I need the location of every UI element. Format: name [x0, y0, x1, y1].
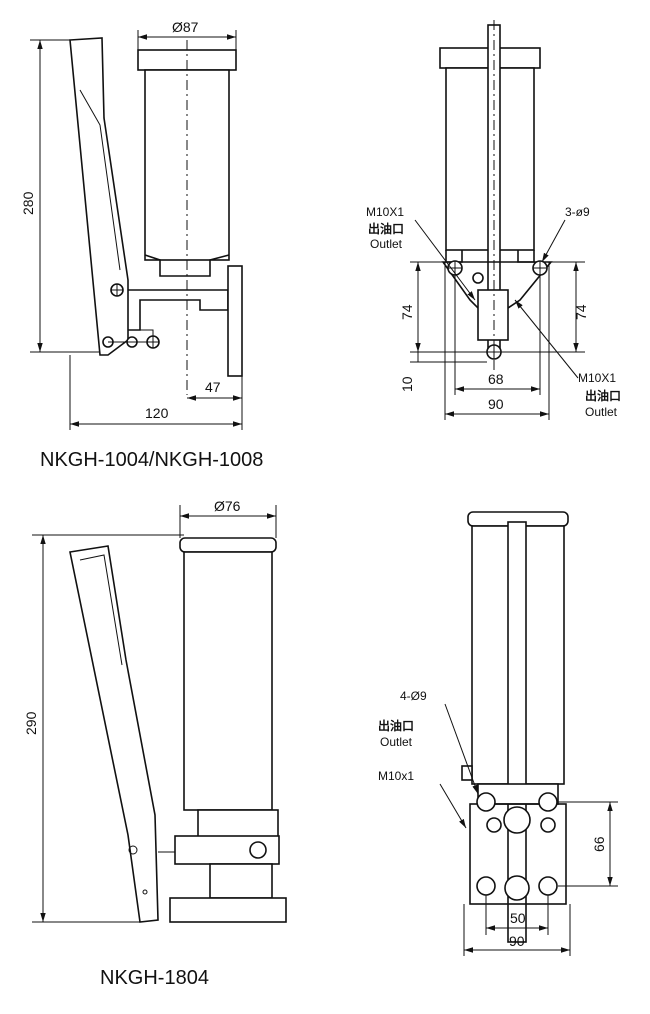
dim-47: 47 [205, 379, 221, 395]
outlet-en-right: Outlet [585, 405, 618, 419]
thread-label-right: M10X1 [578, 371, 616, 385]
dim-74-right: 74 [573, 304, 589, 320]
holes-label-bottom: 4-Ø9 [400, 689, 427, 703]
reservoir-cap [179, 537, 277, 553]
dim-66: 66 [591, 836, 607, 852]
mount-hole-icon [476, 876, 496, 896]
top-side-view: Ø87 280 47 120 [20, 19, 243, 430]
outlet-cn-right: 出油口 [585, 388, 621, 403]
dim-90-top: 90 [488, 396, 504, 412]
mount-hole-icon [538, 792, 558, 812]
top-front-view: M10X1 出油口 Outlet 3-ø9 M10X1 出油口 Outlet 7… [366, 20, 621, 420]
lever-handle [69, 37, 129, 356]
thread-label-left: M10X1 [366, 205, 404, 219]
dim-50: 50 [510, 910, 526, 926]
dim-120: 120 [145, 405, 169, 421]
dim-10: 10 [399, 376, 415, 392]
dim-diameter-87: Ø87 [172, 19, 199, 35]
model-caption-top: NKGH-1004/NKGH-1008 [40, 449, 263, 471]
model-caption-bottom: NKGH-1804 [100, 967, 209, 989]
lever-handle [69, 545, 159, 923]
outlet-en-bottom: Outlet [380, 735, 413, 749]
fitting-icon [249, 841, 267, 859]
outlet-cn-bottom: 出油口 [378, 718, 414, 733]
pump-body-lower [169, 897, 287, 923]
dim-diameter-76: Ø76 [214, 498, 241, 514]
bottom-front-view: 4-Ø9 出油口 Outlet M10x1 66 50 90 [378, 511, 618, 956]
dim-74-left: 74 [399, 304, 415, 320]
holes-label: 3-ø9 [565, 205, 590, 219]
pump-body [128, 289, 229, 331]
mount-hole-icon [476, 792, 496, 812]
outlet-en-left: Outlet [370, 237, 403, 251]
lever-rod [507, 521, 527, 943]
thread-label-bottom: M10x1 [378, 769, 414, 783]
dim-90-bottom: 90 [509, 933, 525, 949]
dim-68: 68 [488, 371, 504, 387]
dim-height-280: 280 [20, 191, 36, 215]
bottom-side-view: Ø76 290 [23, 498, 287, 923]
dim-height-290: 290 [23, 711, 39, 735]
pump-body [469, 803, 567, 905]
mounting-plate [227, 265, 243, 377]
mount-hole-icon [538, 876, 558, 896]
reservoir-body [183, 551, 273, 811]
outlet-cn-left: 出油口 [368, 221, 404, 236]
